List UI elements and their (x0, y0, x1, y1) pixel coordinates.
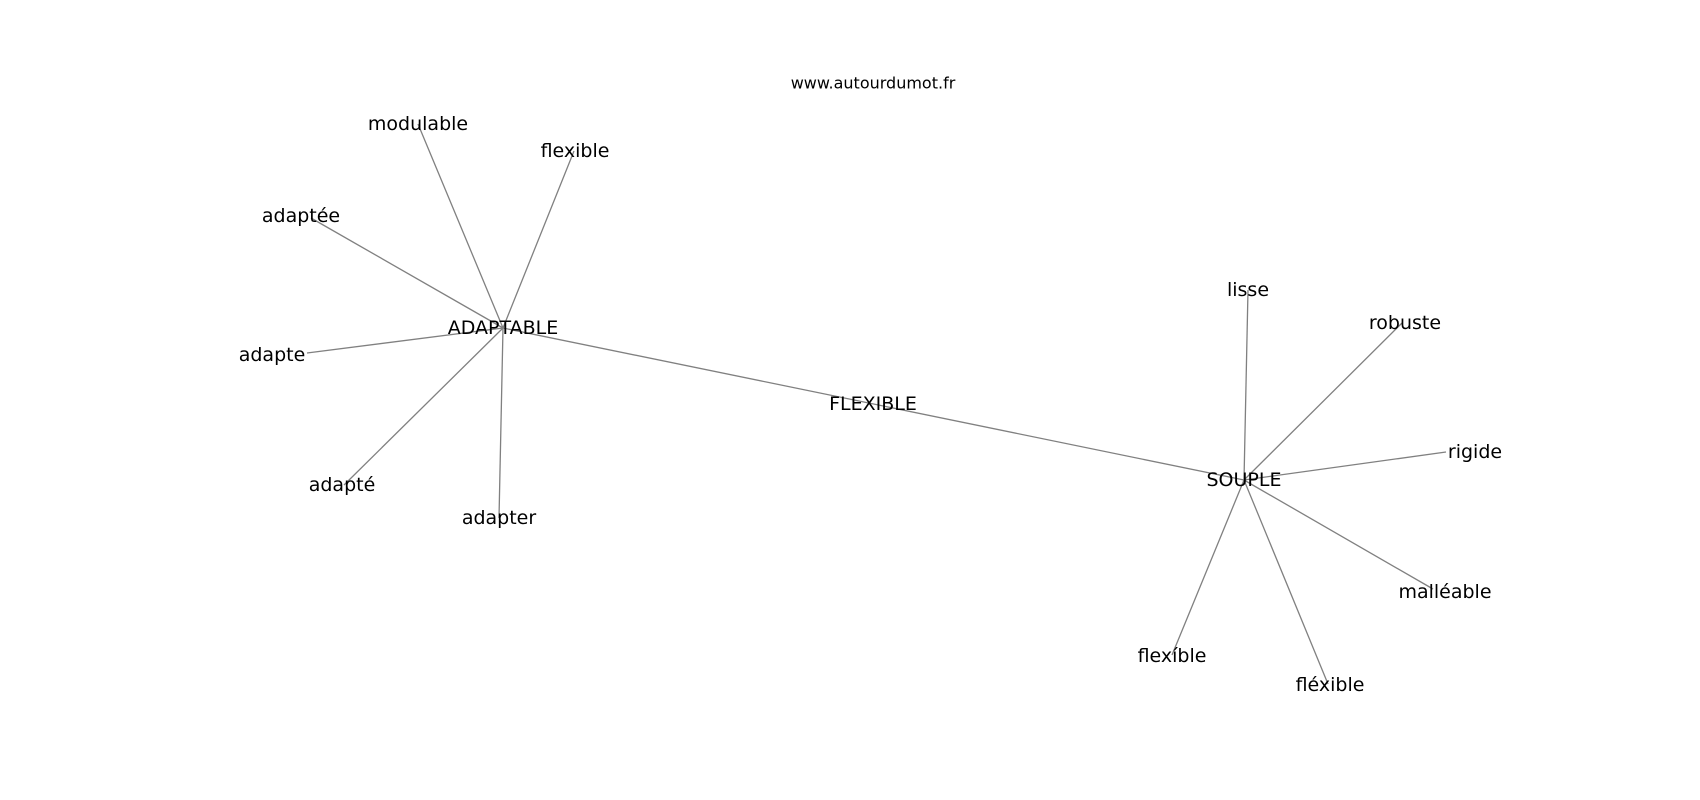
edge-adaptable-adapter (498, 327, 504, 519)
node-adapter: adapter (462, 507, 537, 529)
node-malleable: malléable (1398, 581, 1491, 603)
node-modulable: modulable (368, 113, 468, 135)
labels-layer: www.autourdumot.fr FLEXIBLE ADAPTABLE mo… (239, 74, 1502, 697)
edge-adaptable-adaptee (310, 217, 504, 329)
edge-adaptable-flexible (502, 150, 575, 329)
edge-souple-malleable (1243, 479, 1434, 590)
node-souple: SOUPLE (1207, 469, 1282, 491)
node-adapte: adapte (239, 344, 306, 366)
node-adaptee: adaptée (262, 205, 340, 227)
node-rigide: rigide (1448, 441, 1502, 463)
node-flexible-accent: fléxible (1296, 674, 1365, 696)
edge-souple-lisse (1243, 289, 1249, 481)
node-adapte-accent: adapté (309, 474, 376, 496)
node-robuste: robuste (1369, 312, 1441, 334)
edge-souple-flexible-acute (1171, 479, 1245, 656)
edges-layer (306, 123, 1447, 685)
edge-souple-robuste (1243, 322, 1403, 481)
node-adaptable: ADAPTABLE (448, 317, 559, 339)
edge-souple-flexible-accent (1243, 479, 1329, 685)
edge-souple-rigide (1243, 451, 1447, 481)
node-flexible-center: FLEXIBLE (829, 393, 917, 415)
edge-adaptable-souple (502, 327, 1245, 481)
edge-adaptable-adapte-accent (343, 327, 504, 486)
edge-adaptable-modulable (417, 123, 504, 329)
edge-adaptable-adapte (306, 327, 504, 354)
node-flexible-acute: flexíble (1138, 645, 1207, 667)
node-flexible: flexible (541, 140, 610, 162)
source-watermark: www.autourdumot.fr (791, 74, 956, 93)
node-lisse: lisse (1227, 279, 1269, 301)
